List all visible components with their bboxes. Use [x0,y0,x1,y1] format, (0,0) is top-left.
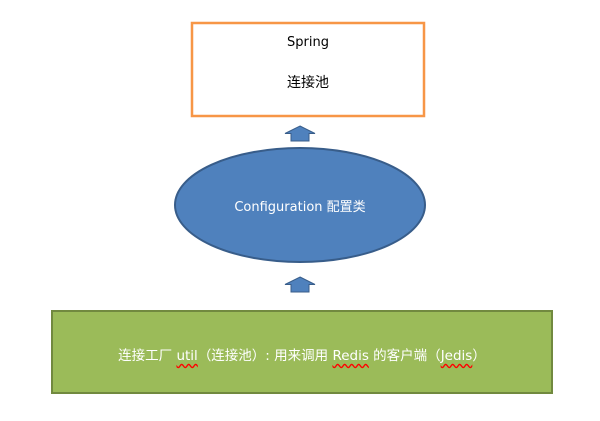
spring-pool-box [190,21,426,118]
factory-label-after-redis: 的客户端（ [368,348,441,364]
factory-label-suffix: ） [472,348,486,364]
connection-factory-label: 连接工厂 util（连接池）: 用来调用 Redis 的客户端（Jedis） [52,344,552,364]
spring-pool-label: 连接池 [287,75,329,91]
spring-title: Spring [287,35,329,50]
up-arrow-icon-top [284,125,316,142]
factory-label-prefix: 连接工厂 [118,348,177,364]
configuration-label: Configuration 配置类 [234,200,366,215]
util-word: util [176,348,198,364]
connection-factory-box [51,310,553,394]
jedis-word: Jedis [440,348,473,364]
factory-label-middle: （连接池）: 用来调用 [197,348,333,364]
up-arrow-icon-bottom [284,276,316,293]
redis-word: Redis [332,348,369,364]
configuration-ellipse [174,147,426,263]
